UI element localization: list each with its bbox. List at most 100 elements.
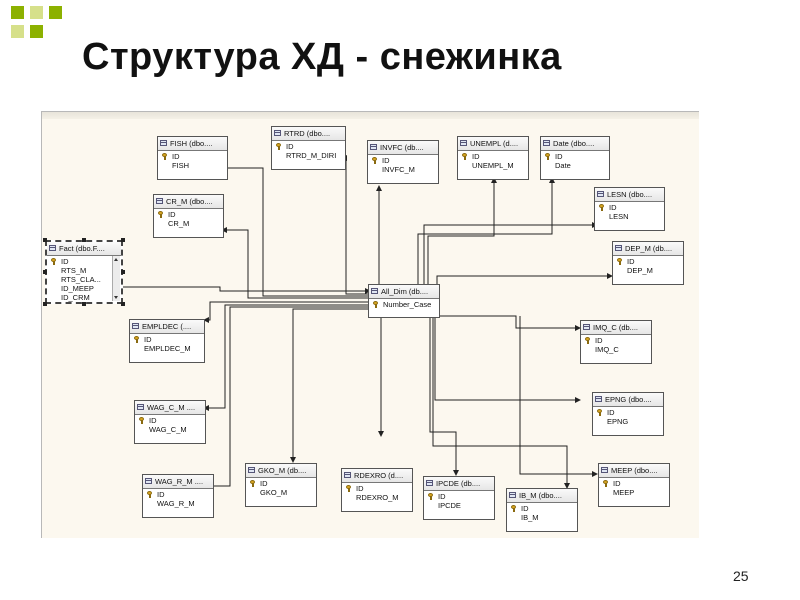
- field-id: ID: [607, 408, 615, 417]
- resize-handle[interactable]: [82, 238, 86, 242]
- key-icon: [346, 485, 352, 492]
- table-fact[interactable]: Fact (dbo.F.... ID RTS_M RTS_CLA... ID_M…: [45, 240, 123, 304]
- field-wag-r-m: WAG_R_M: [157, 499, 195, 508]
- table-meep[interactable]: MEEP (dbo.... ID MEEP: [598, 463, 670, 507]
- table-cr-m[interactable]: CR_M (dbo.... ID CR_M: [153, 194, 224, 238]
- table-icon: [156, 198, 163, 204]
- table-scrollbar[interactable]: [112, 256, 120, 301]
- key-icon: [250, 480, 256, 487]
- table-icon: [248, 467, 255, 473]
- table-title: MEEP (dbo....: [611, 466, 658, 475]
- field-id: ID: [627, 257, 635, 266]
- scroll-up-icon[interactable]: [114, 258, 118, 261]
- link-fact-all-dim: [120, 286, 371, 294]
- table-rdexro[interactable]: RDEXRO (d.... ID RDEXRO_M: [341, 468, 413, 512]
- table-unempl[interactable]: UNEMPL (d.... ID UNEMPL_M: [457, 136, 529, 180]
- table-imq-c[interactable]: IMQ_C (db.... ID IMQ_C: [580, 320, 652, 364]
- deco-square: [11, 25, 24, 38]
- field-rdexro-m: RDEXRO_M: [356, 493, 399, 502]
- table-title: WAG_C_M ....: [147, 403, 196, 412]
- resize-handle[interactable]: [121, 302, 125, 306]
- table-fish[interactable]: FISH (dbo.... ID FISH: [157, 136, 228, 180]
- table-icon: [597, 191, 604, 197]
- table-ib-m[interactable]: IB_M (dbo.... ID IB_M: [506, 488, 578, 532]
- table-title: UNEMPL (d....: [470, 139, 519, 148]
- table-title: LESN (dbo....: [607, 190, 653, 199]
- table-lesn[interactable]: LESN (dbo.... ID LESN: [594, 187, 665, 231]
- link-all-dim-wag-c-m: [203, 304, 370, 411]
- table-title: IMQ_C (db....: [593, 323, 639, 332]
- table-icon: [132, 323, 139, 329]
- table-epng[interactable]: EPNG (dbo.... ID EPNG: [592, 392, 664, 436]
- field-ib-m: IB_M: [521, 513, 539, 522]
- deco-square: [11, 6, 24, 19]
- table-title: RDEXRO (d....: [354, 471, 404, 480]
- link-all-dim-epng: [434, 316, 581, 403]
- field-date: Date: [555, 161, 571, 170]
- resize-handle[interactable]: [82, 302, 86, 306]
- table-wag-c-m[interactable]: WAG_C_M .... ID WAG_C_M: [134, 400, 206, 444]
- deco-square: [30, 6, 43, 19]
- link-all-dim-lesn: [423, 222, 598, 291]
- field-ipcde: IPCDE: [438, 501, 461, 510]
- table-title: WAG_R_M ....: [155, 477, 204, 486]
- resize-handle[interactable]: [43, 270, 47, 274]
- table-title: RTRD (dbo....: [284, 129, 331, 138]
- table-date[interactable]: Date (dbo.... ID Date: [540, 136, 610, 180]
- link-all-dim-ipcde: [429, 316, 459, 476]
- table-icon: [460, 140, 467, 146]
- field-id: ID: [382, 156, 390, 165]
- resize-handle[interactable]: [43, 238, 47, 242]
- key-icon: [603, 480, 609, 487]
- table-wag-r-m[interactable]: WAG_R_M .... ID WAG_R_M: [142, 474, 214, 518]
- field-id-meep: ID_MEEP: [61, 284, 94, 293]
- table-icon: [370, 144, 377, 150]
- table-title: EPNG (dbo....: [605, 395, 652, 404]
- key-icon: [139, 417, 145, 424]
- table-icon: [49, 245, 56, 251]
- resize-handle[interactable]: [43, 302, 47, 306]
- field-id: ID: [172, 152, 180, 161]
- link-all-dim-date: [417, 177, 555, 291]
- link-all-dim-meep: [519, 316, 598, 477]
- table-all-dim[interactable]: All_Dim (db.... Number_Case: [368, 284, 440, 318]
- field-imq-c: IMQ_C: [595, 345, 619, 354]
- table-empldec[interactable]: EMPLDEC (.... ID EMPLDEC_M: [129, 319, 205, 363]
- field-id: ID: [609, 203, 617, 212]
- table-ipcde[interactable]: IPCDE (db.... ID IPCDE: [423, 476, 495, 520]
- table-title: GKO_M (db....: [258, 466, 307, 475]
- key-icon: [372, 157, 378, 164]
- resize-handle[interactable]: [121, 270, 125, 274]
- table-invfc[interactable]: INVFC (db.... ID INVFC_M: [367, 140, 439, 184]
- table-title: CR_M (dbo....: [166, 197, 213, 206]
- link-all-dim-ib-m: [432, 316, 570, 489]
- table-rtrd[interactable]: RTRD (dbo.... ID RTRD_M_DIRI: [271, 126, 346, 170]
- table-dep-m[interactable]: DEP_M (db.... ID DEP_M: [612, 241, 684, 285]
- field-lesn: LESN: [609, 212, 629, 221]
- field-number-case: Number_Case: [383, 300, 432, 309]
- table-title: Date (dbo....: [553, 139, 595, 148]
- link-all-dim-fish: [217, 165, 370, 297]
- key-icon: [373, 301, 379, 308]
- key-icon: [158, 211, 164, 218]
- field-dep-m: DEP_M: [627, 266, 653, 275]
- key-icon: [597, 409, 603, 416]
- field-id: ID: [438, 492, 446, 501]
- key-icon: [599, 204, 605, 211]
- key-icon: [147, 491, 153, 498]
- decorative-squares: [0, 0, 70, 48]
- table-title: IB_M (dbo....: [519, 491, 562, 500]
- resize-handle[interactable]: [121, 238, 125, 242]
- deco-square: [30, 25, 43, 38]
- table-title: DEP_M (db....: [625, 244, 673, 253]
- field-cr-m: CR_M: [168, 219, 190, 228]
- link-all-dim-cr-m: [221, 227, 370, 299]
- table-title: EMPLDEC (....: [142, 322, 192, 331]
- field-id: ID: [472, 152, 480, 161]
- key-icon: [428, 493, 434, 500]
- scroll-down-icon[interactable]: [114, 296, 118, 299]
- table-icon: [543, 140, 550, 146]
- table-icon: [615, 245, 622, 251]
- field-id: ID: [260, 479, 268, 488]
- table-gko-m[interactable]: GKO_M (db.... ID GKO_M: [245, 463, 317, 507]
